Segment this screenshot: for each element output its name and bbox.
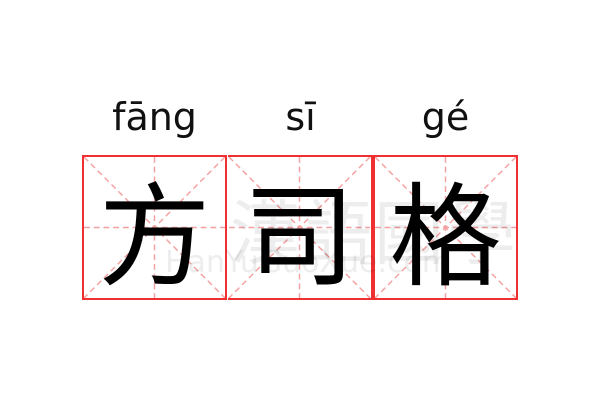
pinyin-3: gé [421, 95, 470, 139]
hanzi-3: 格 [389, 172, 502, 303]
grid-guides [375, 157, 516, 298]
character-grid-2: 司 [228, 155, 373, 303]
hanzi-2: 司 [243, 172, 356, 303]
grid-guides [228, 157, 371, 298]
hanzi-1: 方 [98, 172, 211, 303]
character-grid-3: 格 [373, 155, 518, 303]
pinyin-2: sī [285, 95, 316, 139]
grid-guides [84, 157, 225, 298]
watermark-logo: 漢語國學 [230, 193, 518, 275]
pinyin-1: fāng [112, 95, 197, 139]
watermark-site: HanYuGuoXue.com [165, 245, 452, 280]
character-grid-1: 方 [82, 155, 227, 303]
